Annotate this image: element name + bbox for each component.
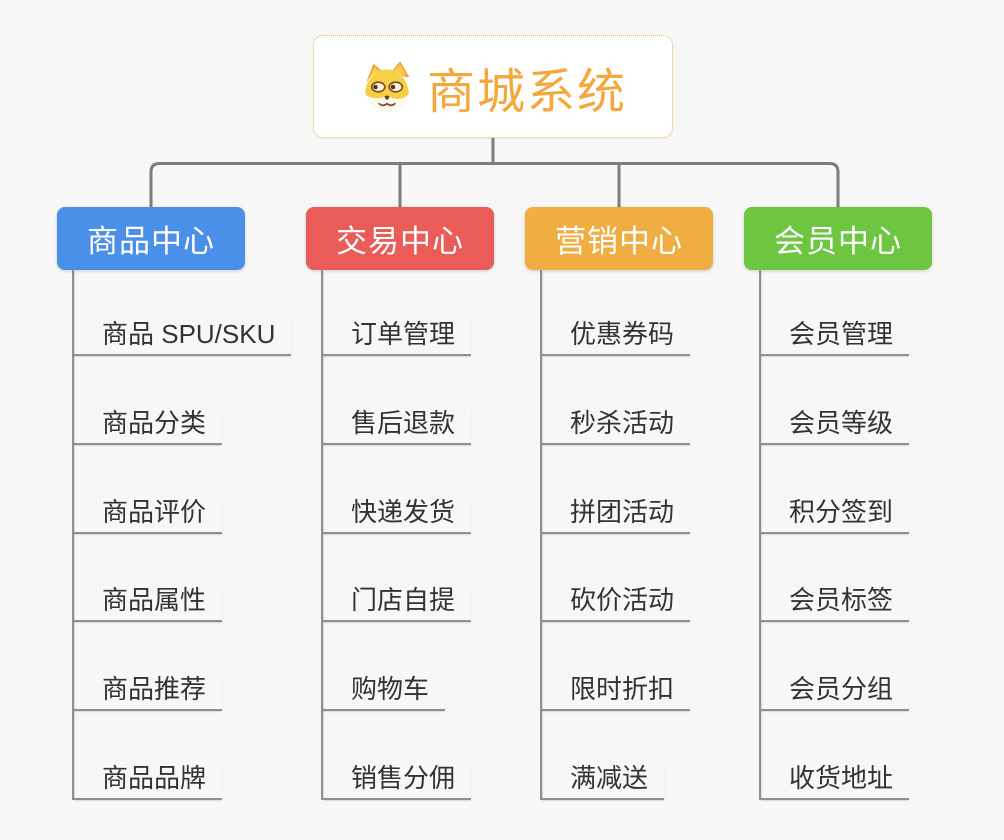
- leaf-node[interactable]: 售后退款: [321, 407, 472, 445]
- leaf-node[interactable]: 会员标签: [759, 584, 910, 623]
- branch-header[interactable]: 交易中心: [306, 207, 494, 270]
- leaf-node[interactable]: 秒杀活动: [540, 407, 691, 445]
- dog-icon: [359, 60, 415, 114]
- leaf-node[interactable]: 会员管理: [759, 318, 910, 356]
- leaf-node[interactable]: 优惠券码: [540, 318, 691, 356]
- branch-column: 商品中心 商品 SPU/SKU 商品分类商品评价商品属性商品推荐商品品牌: [57, 207, 292, 807]
- leaf-node[interactable]: 拼团活动: [540, 496, 691, 534]
- branch-label: 交易中心: [336, 224, 464, 259]
- root-node[interactable]: 商城系统: [313, 35, 673, 138]
- leaf-node[interactable]: 商品评价: [72, 496, 223, 534]
- branch-trunk-line: [759, 270, 761, 798]
- leaf-node[interactable]: 限时折扣: [540, 673, 691, 712]
- leaf-node[interactable]: 砍价活动: [540, 584, 691, 623]
- root-title: 商城系统: [426, 65, 627, 119]
- branch-trunk-line: [72, 270, 74, 798]
- leaf-node[interactable]: 商品属性: [72, 584, 223, 623]
- branch-label: 商品中心: [87, 224, 215, 259]
- leaf-node[interactable]: 商品推荐: [72, 673, 223, 712]
- branch-header[interactable]: 营销中心: [525, 207, 713, 270]
- leaf-node[interactable]: 快递发货: [321, 496, 472, 534]
- branch-trunk-line: [540, 270, 542, 798]
- leaf-node[interactable]: 积分签到: [759, 496, 910, 534]
- branch-trunk-line: [321, 270, 323, 798]
- branch-header[interactable]: 商品中心: [57, 207, 245, 270]
- branch-label: 营销中心: [555, 224, 683, 259]
- branch-header[interactable]: 会员中心: [744, 207, 932, 270]
- branch-label: 会员中心: [774, 224, 902, 259]
- leaf-node[interactable]: 商品品牌: [72, 762, 223, 800]
- leaf-node[interactable]: 满减送: [540, 762, 665, 800]
- leaf-node[interactable]: 商品 SPU/SKU: [72, 318, 292, 356]
- branch-column: 营销中心 优惠券码秒杀活动拼团活动砍价活动限时折扣满减送: [525, 207, 713, 807]
- leaf-node[interactable]: 购物车: [321, 673, 446, 712]
- branch-column: 会员中心 会员管理会员等级积分签到会员标签会员分组收货地址: [744, 207, 932, 807]
- leaf-node[interactable]: 销售分佣: [321, 762, 472, 800]
- leaf-node[interactable]: 订单管理: [321, 318, 472, 356]
- branch-column: 交易中心 订单管理售后退款快递发货门店自提购物车销售分佣: [306, 207, 494, 807]
- leaf-node[interactable]: 收货地址: [759, 762, 910, 800]
- leaf-node[interactable]: 会员等级: [759, 407, 910, 445]
- leaf-node[interactable]: 门店自提: [321, 584, 472, 623]
- leaf-node[interactable]: 会员分组: [759, 673, 910, 712]
- leaf-node[interactable]: 商品分类: [72, 407, 223, 445]
